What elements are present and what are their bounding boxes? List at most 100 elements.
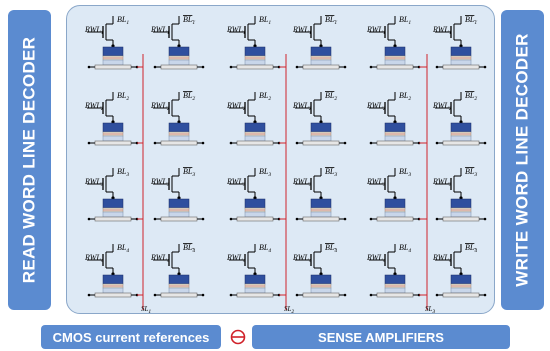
cell-r3-g3-a-terminal-left (369, 217, 373, 221)
cell-r1-g2-b-bottom-electrode (302, 64, 340, 70)
cell-r4-g2-b-terminal-left (295, 293, 299, 297)
cell-r3-g2-b-terminal-left (295, 217, 299, 221)
cell-r3-g1-a-free-layer (102, 198, 124, 209)
cell-r3-g3-a-bl-label: BL3 (399, 167, 411, 178)
cell-r3-g2-a-pinned-layer (244, 211, 266, 218)
cell-r4-g2-a-bl-label: BL4 (259, 243, 271, 254)
cell-r4-g3-b-bl-label: BL4 (465, 243, 477, 254)
cell-r3-g3-a-rwl-label: RWL3 (366, 177, 386, 188)
cell-r3-g1-b-bl-label: BL3 (183, 167, 195, 178)
cell-r3-g2-a-free-layer (244, 198, 266, 209)
cell-r2-g3-b-bl-label: BL2 (465, 91, 477, 102)
cell-r1-g3-a-bl-label: BL1 (399, 15, 411, 26)
current-source-symbol-icon (230, 329, 246, 345)
cell-r3-g1-b-bottom-electrode (160, 216, 198, 222)
cell-r2-g1-b-terminal-left (153, 141, 157, 145)
cell-r1-g1-a-pinned-layer (102, 59, 124, 66)
cell-r3-g2-a-rwl-label: RWL3 (226, 177, 246, 188)
cell-r2-g2-a-pinned-layer (244, 135, 266, 142)
cell-r3-g2-a-bl-label: BL3 (259, 167, 271, 178)
cell-r1-g1-a-rwl-label: RWL1 (84, 25, 104, 36)
cell-r2-g1-b-free-layer (168, 122, 190, 133)
cell-r1-g1-b-bottom-electrode (160, 64, 198, 70)
sense-amplifiers-label: SENSE AMPLIFIERS (318, 329, 444, 345)
cell-r4-g2-b-pinned-layer (310, 287, 332, 294)
cell-r2-g1-b-terminal-right (201, 141, 205, 145)
cell-r3-g1-a-terminal-right (135, 217, 139, 221)
cell-r1-g1-b-terminal-left (153, 65, 157, 69)
cell-r4-g1-b-free-layer (168, 274, 190, 285)
cell-r1-g3-b-bl-label: BL1 (465, 15, 477, 26)
cell-r1-g3-b-free-layer (450, 46, 472, 57)
cell-r4-g3-a-rwl-label: RWL4 (366, 253, 386, 264)
cell-r2-g1-b-rwl-label: RWL2 (150, 101, 170, 112)
cell-r4-g2-b-free-layer (310, 274, 332, 285)
cell-r3-g2-b-rwl-label: RWL3 (292, 177, 312, 188)
read-word-line-decoder: READ WORD LINE DECODER (8, 10, 51, 310)
cell-r3-g1-b-free-layer (168, 198, 190, 209)
cell-r2-g1-a-bottom-electrode (94, 140, 132, 146)
cell-r1-g1-b-free-layer (168, 46, 190, 57)
cell-r4-g1-a-terminal-right (135, 293, 139, 297)
cell-r2-g2-a-bottom-electrode (236, 140, 274, 146)
cell-r4-g1-b-terminal-right (201, 293, 205, 297)
cell-r1-g2-a-terminal-left (229, 65, 233, 69)
cell-r3-g2-b-bl-label: BL3 (325, 167, 337, 178)
cell-r3-g2-b-pinned-layer (310, 211, 332, 218)
cell-r1-g1-a-bottom-electrode (94, 64, 132, 70)
cell-r3-g3-b-pinned-layer (450, 211, 472, 218)
cell-r1-g1-a-bl-label: BL1 (117, 15, 129, 26)
cell-r4-g3-b-terminal-left (435, 293, 439, 297)
cell-r2-g3-b-terminal-left (435, 141, 439, 145)
cell-r2-g2-a-bl-label: BL2 (259, 91, 271, 102)
cell-r1-g3-b-bottom-electrode (442, 64, 480, 70)
cell-r3-g1-b-terminal-left (153, 217, 157, 221)
cell-r4-g3-b-rwl-label: RWL4 (432, 253, 452, 264)
cell-r4-g3-b-free-layer (450, 274, 472, 285)
cell-r2-g3-b-bottom-electrode (442, 140, 480, 146)
cell-r3-g3-a-pinned-layer (384, 211, 406, 218)
cell-r4-g1-a-free-layer (102, 274, 124, 285)
cell-r2-g3-b-pinned-layer (450, 135, 472, 142)
cell-r3-g3-b-terminal-right (483, 217, 487, 221)
cell-r4-g2-b-terminal-right (343, 293, 347, 297)
cell-r4-g3-b-bottom-electrode (442, 292, 480, 298)
cell-r2-g3-a-pinned-layer (384, 135, 406, 142)
cell-r3-g1-a-bl-label: BL3 (117, 167, 129, 178)
source-line-label-1: SL1 (141, 305, 151, 313)
cell-r3-g3-a-free-layer (384, 198, 406, 209)
cell-r1-g2-b-free-layer (310, 46, 332, 57)
cell-r2-g1-a-rwl-label: RWL2 (84, 101, 104, 112)
read-word-line-decoder-label: READ WORD LINE DECODER (19, 36, 39, 284)
write-word-line-decoder-label: WRITE WORD LINE DECODER (512, 33, 532, 287)
cell-r1-g3-b-rwl-label: RWL1 (432, 25, 452, 36)
cell-r3-g1-a-bottom-electrode (94, 216, 132, 222)
cell-r2-g2-b-bottom-electrode (302, 140, 340, 146)
cell-r1-g1-b-pinned-layer (168, 59, 190, 66)
cell-r3-g3-a-bottom-electrode (376, 216, 414, 222)
cell-r4-g1-a-bl-label: BL4 (117, 243, 129, 254)
cell-r2-g2-b-pinned-layer (310, 135, 332, 142)
cell-r1-g3-b-terminal-right (483, 65, 487, 69)
cell-r3-g1-b-rwl-label: RWL3 (150, 177, 170, 188)
cell-r2-g2-a-terminal-left (229, 141, 233, 145)
cell-r4-g2-a-terminal-left (229, 293, 233, 297)
source-line-label-3: SL3 (425, 305, 435, 313)
cell-r4-g3-b-terminal-right (483, 293, 487, 297)
cell-r1-g2-b-terminal-left (295, 65, 299, 69)
cell-r2-g3-a-bottom-electrode (376, 140, 414, 146)
cell-r1-g2-a-free-layer (244, 46, 266, 57)
cell-r1-g2-a-pinned-layer (244, 59, 266, 66)
cell-r2-g1-b-pinned-layer (168, 135, 190, 142)
cell-r1-g1-a-terminal-right (135, 65, 139, 69)
cell-r4-g1-b-terminal-left (153, 293, 157, 297)
cell-r3-g1-a-rwl-label: RWL3 (84, 177, 104, 188)
cell-r3-g1-a-terminal-left (87, 217, 91, 221)
cell-r2-g1-a-terminal-right (135, 141, 139, 145)
cell-r1-g1-b-terminal-right (201, 65, 205, 69)
cell-r2-g1-a-terminal-left (87, 141, 91, 145)
cell-r4-g3-b-pinned-layer (450, 287, 472, 294)
cell-r4-g1-b-rwl-label: RWL4 (150, 253, 170, 264)
